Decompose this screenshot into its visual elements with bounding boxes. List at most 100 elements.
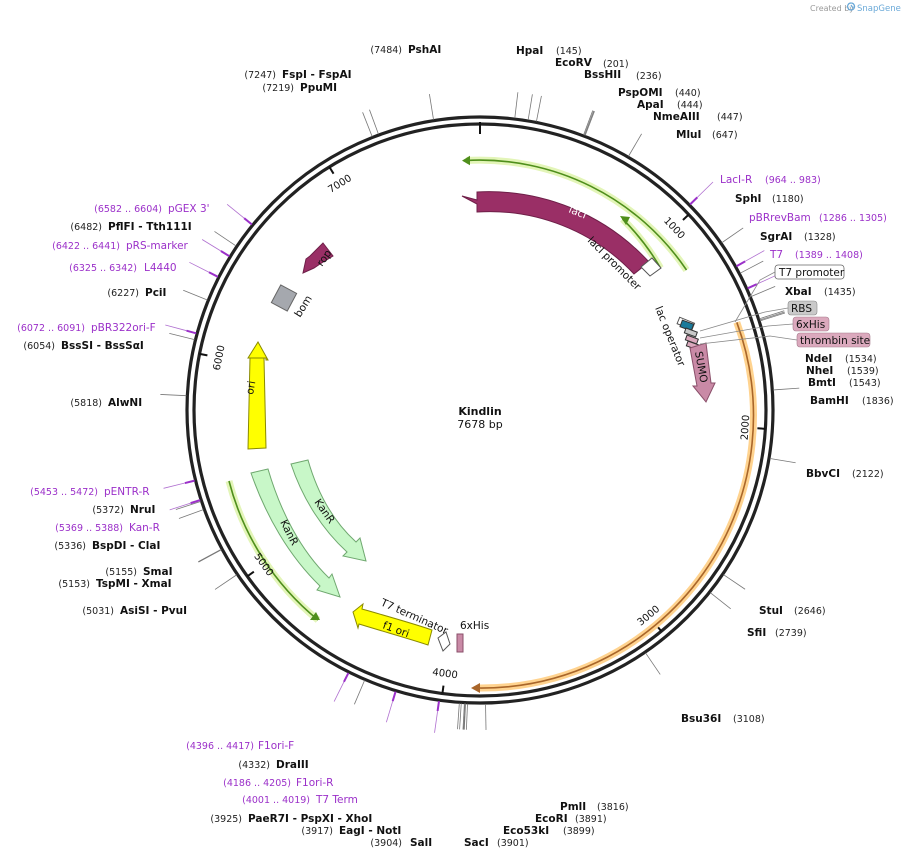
enzyme-label: XbaI <box>785 286 812 298</box>
primer-marker <box>689 196 698 206</box>
enzyme-label: EcoRI <box>535 813 568 825</box>
enzyme-label: TspMI - XmaI <box>96 578 172 590</box>
enzyme-site-line <box>710 592 731 610</box>
feature-SUMO: SUMO <box>689 342 716 403</box>
enzyme-num: (5153) <box>58 579 90 590</box>
enzyme-site-line <box>169 332 195 340</box>
enzyme-site-line <box>628 133 642 157</box>
primer-marker <box>208 271 219 278</box>
enzyme-num: (4332) <box>238 760 270 771</box>
enzyme-site-line <box>773 387 800 391</box>
primer-range: (4186 .. 4205) <box>223 778 291 789</box>
enzyme-label: Bsu36I <box>681 713 721 725</box>
enzyme-site-line <box>459 703 462 730</box>
enzyme-num: (2739) <box>775 628 807 639</box>
enzyme-site-line <box>740 260 764 274</box>
enzyme-site-line <box>214 231 237 247</box>
enzyme-site-line <box>198 549 222 563</box>
enzyme-num: (1534) <box>845 354 877 365</box>
primer-marker <box>243 217 253 226</box>
enzyme-site-line <box>457 703 460 730</box>
primer-leader-line <box>201 239 222 252</box>
enzyme-label: NruI <box>130 504 155 516</box>
tick-mark <box>328 166 335 175</box>
primer-leader-line <box>333 681 345 702</box>
primer-label: pBRrevBam <box>749 212 811 224</box>
enzyme-site-line <box>759 310 785 320</box>
primer-range: (964 .. 983) <box>765 175 821 186</box>
primer-label: F1ori-R <box>296 777 333 789</box>
primer-leader-line <box>385 701 394 723</box>
enzyme-site-line <box>462 703 465 730</box>
credit-prefix: Created by <box>810 4 854 13</box>
primer-label: F1ori-F <box>258 740 294 752</box>
primer-label: LacI-R <box>720 174 752 186</box>
enzyme-label: SalI <box>410 837 432 849</box>
primer-marker <box>190 499 201 505</box>
primer-label: pGEX 3' <box>168 203 210 215</box>
enzyme-site-line <box>760 312 786 322</box>
primer-marker <box>747 283 758 290</box>
enzyme-num: (3917) <box>301 826 333 837</box>
enzyme-num: (5372) <box>92 505 124 516</box>
enzyme-num: (5031) <box>82 606 114 617</box>
enzyme-labels: (7484) PshAI (7247) FspI - FspAI (7219) … <box>23 44 893 849</box>
feature-label-lac-operator: lac operator <box>652 305 687 369</box>
enzyme-num: (447) <box>717 112 743 123</box>
enzyme-label: PspOMI <box>618 87 663 99</box>
enzyme-num: (444) <box>677 100 703 111</box>
enzyme-label: HpaI <box>516 45 543 57</box>
feature-label-SUMO: SUMO <box>692 350 709 383</box>
enzyme-label: StuI <box>759 605 783 617</box>
primer-leader-lines <box>163 181 777 733</box>
enzyme-site-line <box>178 509 204 519</box>
feature-rop: rop <box>302 242 335 274</box>
primer-leader-line <box>169 502 191 511</box>
enzyme-site-line <box>536 95 542 122</box>
enzyme-label: BamHI <box>810 395 849 407</box>
enzyme-label: Eco53kI <box>503 825 549 837</box>
enzyme-num: (5336) <box>54 541 86 552</box>
feature-arc-insert <box>471 321 757 693</box>
primer-leader-line <box>756 274 777 285</box>
enzyme-site-line <box>645 652 661 675</box>
primer-marker <box>343 672 350 683</box>
primer-marker <box>735 260 746 268</box>
primer-marker <box>391 691 397 702</box>
primer-range: (1286 .. 1305) <box>819 213 887 224</box>
enzyme-num: (5155) <box>105 567 137 578</box>
tick-label: 2000 <box>740 414 753 440</box>
credit-brand: SnapGene <box>857 4 901 14</box>
primer-leader-line <box>165 324 187 332</box>
feature-arc-kanR <box>225 480 321 623</box>
enzyme-site-line <box>463 703 466 730</box>
tick-mark <box>682 213 690 221</box>
tick-label: 4000 <box>432 667 459 681</box>
enzyme-site-line <box>583 110 594 135</box>
enzyme-label: NheI <box>806 365 833 377</box>
primer-range: (5453 .. 5472) <box>30 487 98 498</box>
enzyme-site-line <box>362 112 373 137</box>
enzyme-label: PflFI - Tth111I <box>108 221 192 233</box>
enzyme-label: EcoRV <box>555 57 593 69</box>
feature-label-ori: ori <box>244 380 258 396</box>
enzyme-num: (3899) <box>563 826 595 837</box>
feature-lacI: lacI <box>461 191 650 275</box>
enzyme-site-line <box>214 574 237 590</box>
enzyme-label: ApaI <box>637 99 664 111</box>
enzyme-site-line <box>723 574 746 590</box>
enzyme-num: (1328) <box>804 232 836 243</box>
enzyme-site-line <box>429 93 434 120</box>
primer-leader-line <box>189 261 210 273</box>
primer-range: (6072 .. 6091) <box>17 323 85 334</box>
feature-cluster-t7-rbs <box>679 319 700 351</box>
feature-6xHis: 6xHis <box>456 620 489 653</box>
enzyme-num: (440) <box>675 88 701 99</box>
enzyme-site-line <box>160 394 187 397</box>
boxed-feature-labels: T7 promoter RBS 6xHis thrombin site <box>774 264 871 348</box>
enzyme-num: (2646) <box>794 606 826 617</box>
box-leader-lines <box>699 271 798 345</box>
plasmid-name: Kindlin <box>458 405 501 418</box>
enzyme-label: DraIII <box>276 759 309 771</box>
